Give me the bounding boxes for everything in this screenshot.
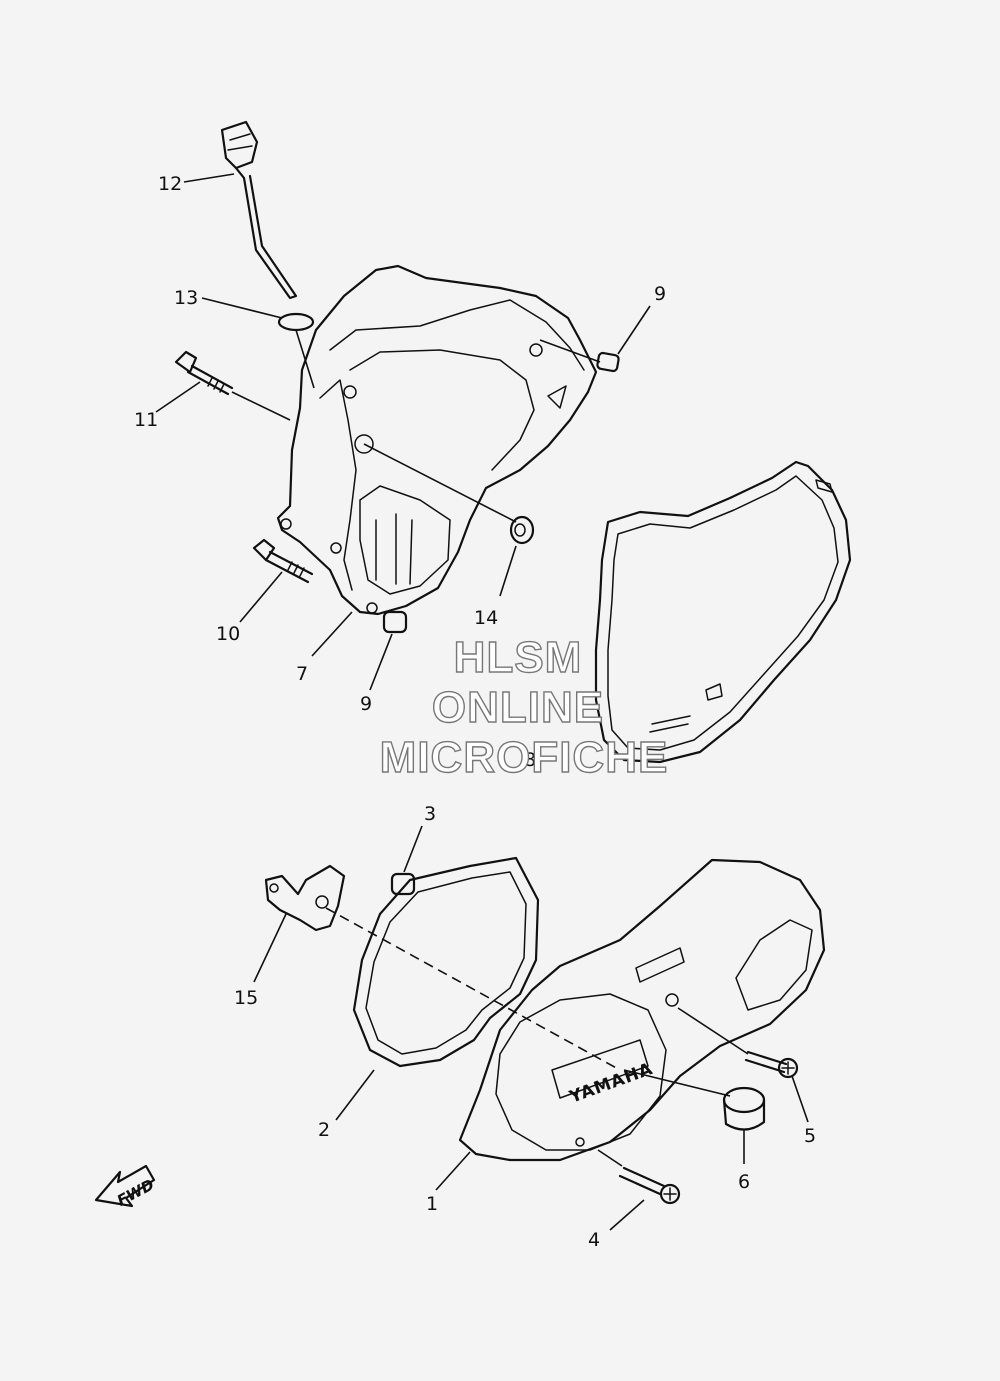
part-15-bracket[interactable] xyxy=(264,864,346,932)
part-1-crankcase-cover[interactable]: YAMAHA xyxy=(458,858,826,1162)
callout-3: 3 xyxy=(424,803,436,825)
callout-9-upper: 9 xyxy=(654,283,666,305)
part-6-plug[interactable] xyxy=(722,1086,766,1131)
part-2-gasket[interactable] xyxy=(352,856,540,1068)
fwd-arrow-icon: FWD xyxy=(94,1164,157,1210)
yamaha-brand-mark: YAMAHA xyxy=(566,1059,656,1108)
callout-6: 6 xyxy=(738,1171,750,1193)
part-11-bolt[interactable] xyxy=(174,350,234,396)
watermark-line-1: HLSM xyxy=(454,633,583,682)
part-9-dowel-lower[interactable] xyxy=(382,610,408,634)
part-7-crankcase-cover[interactable] xyxy=(276,264,598,616)
part-12-dipstick[interactable] xyxy=(220,120,298,300)
callout-8: 8 xyxy=(524,749,536,771)
callout-10: 10 xyxy=(216,623,240,645)
callout-12: 12 xyxy=(158,173,182,195)
callout-leaders xyxy=(155,173,809,1231)
part-5-screw[interactable] xyxy=(744,1050,799,1079)
part-10-bolt[interactable] xyxy=(252,538,314,584)
callout-1: 1 xyxy=(426,1193,438,1215)
callout-13: 13 xyxy=(174,287,198,309)
watermark: HLSM ONLINE MICROFICHE xyxy=(379,632,669,782)
callout-2: 2 xyxy=(318,1119,330,1141)
callout-15: 15 xyxy=(234,987,258,1009)
watermark-line-3: MICROFICHE xyxy=(380,733,669,782)
callout-7: 7 xyxy=(296,663,308,685)
part-13-o-ring[interactable] xyxy=(277,312,315,332)
callout-4: 4 xyxy=(588,1229,600,1251)
callout-labels: 12 13 11 9 14 10 7 9 8 3 15 2 1 4 5 6 xyxy=(134,173,816,1251)
part-9-dowel-upper[interactable] xyxy=(596,351,620,373)
callout-11: 11 xyxy=(134,409,158,431)
callout-14: 14 xyxy=(474,607,498,629)
callout-5: 5 xyxy=(804,1125,816,1147)
part-8-gasket[interactable] xyxy=(594,460,852,764)
part-3-dowel[interactable] xyxy=(390,872,416,896)
alignment-lines xyxy=(231,329,749,1167)
part-14-oil-seal[interactable] xyxy=(509,515,535,545)
callout-9-lower: 9 xyxy=(360,693,372,715)
watermark-line-2: ONLINE xyxy=(432,683,604,732)
part-4-screw[interactable] xyxy=(618,1166,681,1205)
